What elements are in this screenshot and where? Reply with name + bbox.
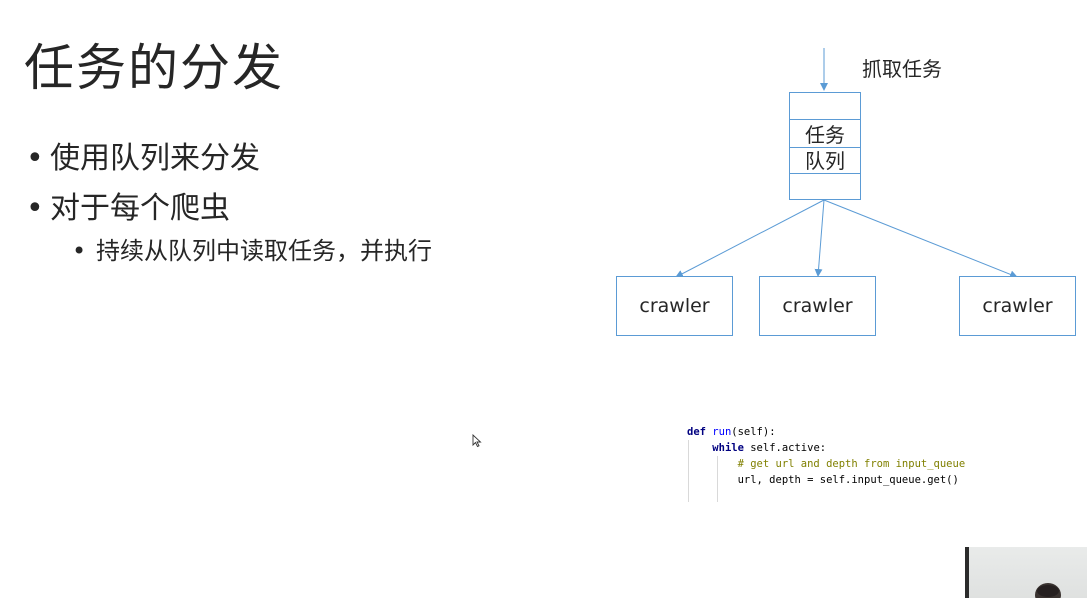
code-snippet: def run(self): while self.active: # get … [687,424,965,488]
bullet-item: 对于每个爬虫 [26,184,432,234]
sub-bullet-item: 持续从队列中读取任务，并执行 [26,232,432,270]
input-label: 抓取任务 [862,57,942,81]
slide-title: 任务的分发 [24,39,284,97]
webcam-frame-edge [965,547,969,598]
code-line-4: url, depth = self.input_queue.get() [687,474,959,486]
crawler-box-2: crawler [759,276,876,336]
bullet-item: 使用队列来分发 [26,134,432,184]
code-signature: (self): [731,426,776,438]
code-function-name: run [712,426,732,438]
queue-to-crawler-3-arrow [823,199,1018,279]
queue-slot-divider [790,147,860,148]
mouse-pointer-icon [472,434,482,448]
code-line-2: while self.active: [687,440,965,456]
code-condition: self.active: [743,442,827,454]
queue-slot-divider [790,119,860,120]
code-line-3-comment: # get url and depth from input_queue [687,458,966,470]
queue-to-crawler-2-arrow [814,199,825,277]
code-keyword-while: while [712,442,744,454]
task-queue-box [789,92,861,200]
indent-guide [717,456,718,502]
presenter-icon [1035,583,1061,598]
code-keyword-def: def [687,426,706,438]
queue-to-crawler-1-arrow [675,199,825,278]
crawler-box-1: crawler [616,276,733,336]
indent-guide [688,440,689,502]
bullet-list: 使用队列来分发 对于每个爬虫 持续从队列中读取任务，并执行 [26,134,432,270]
presenter-webcam [965,547,1087,598]
code-line-1: def run(self): [687,424,965,440]
queue-label-line1: 任务 [805,123,845,147]
queue-label-line2: 队列 [805,149,845,173]
queue-slot-divider [790,173,860,174]
crawler-box-3: crawler [959,276,1076,336]
